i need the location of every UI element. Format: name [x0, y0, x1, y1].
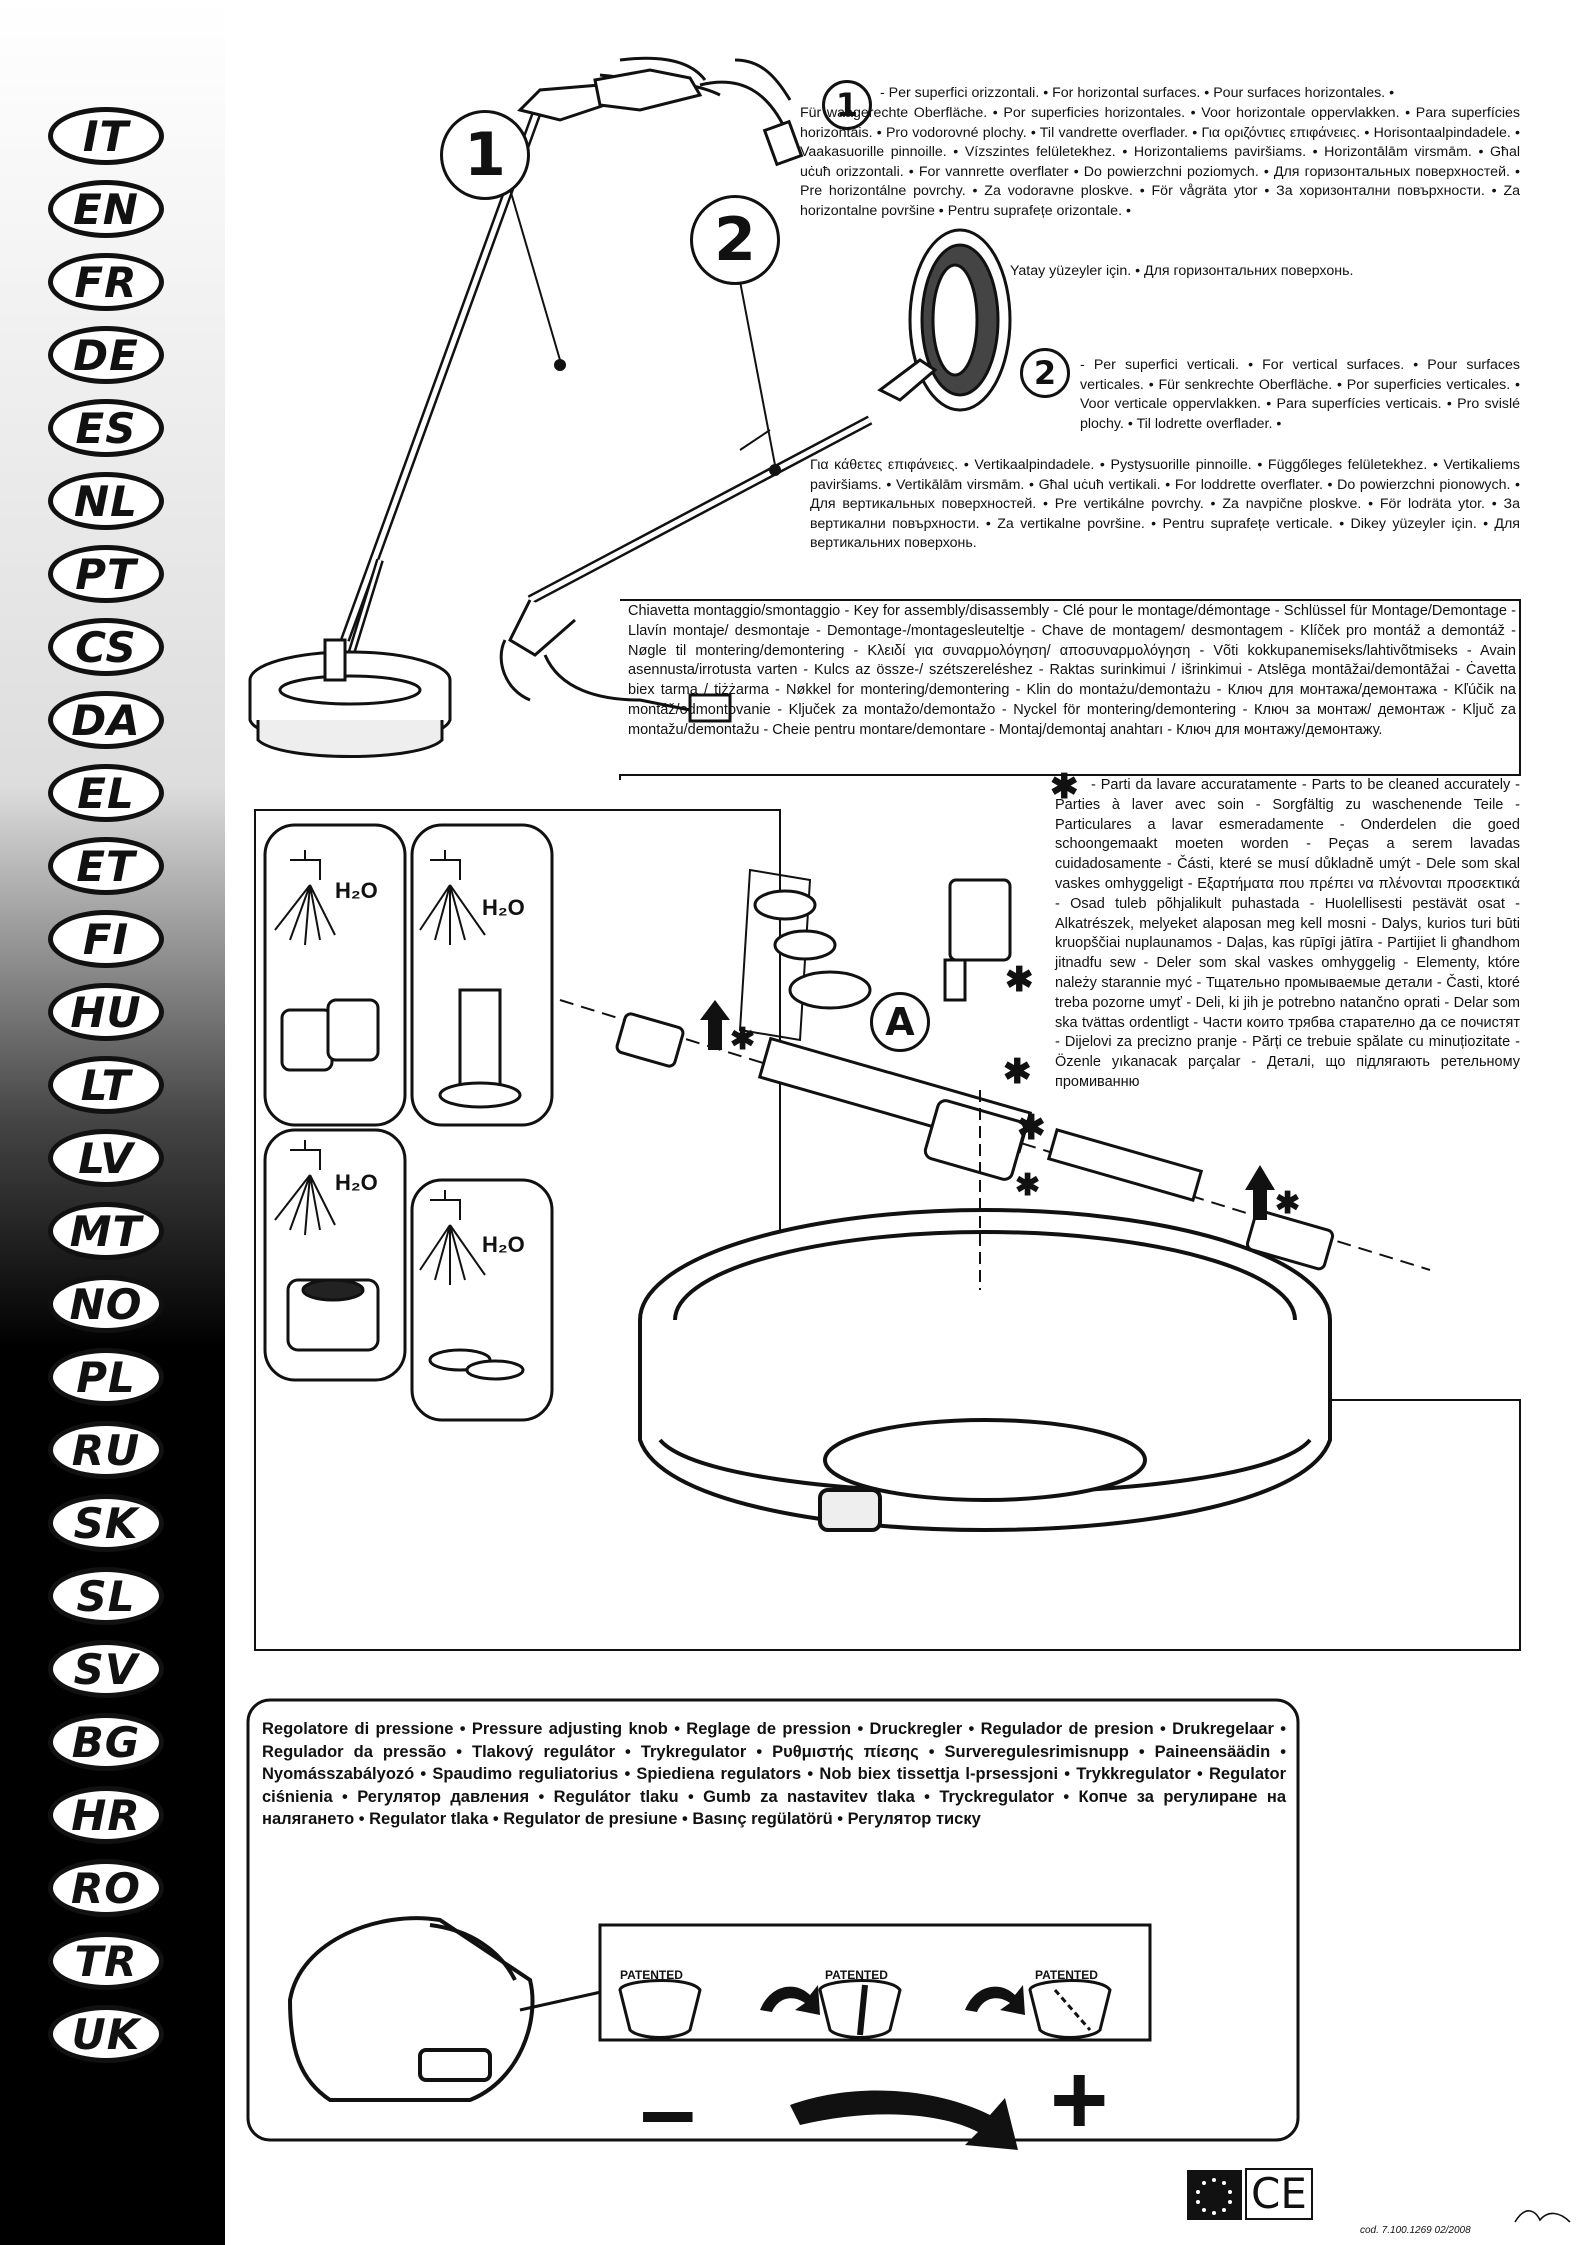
- text-vertical-body: Για κάθετες επιφάνειες. • Vertikaalpinda…: [810, 457, 1520, 552]
- lang-badge-sk: SK: [48, 1494, 164, 1552]
- lang-badge-lv: LV: [48, 1129, 164, 1187]
- text-pressure-knob: Regolatore di pressione • Pressure adjus…: [262, 1720, 1286, 1828]
- h2o-label-3: H₂O: [335, 1170, 378, 1195]
- lang-badge-no: NO: [48, 1275, 164, 1333]
- lang-badge-el: EL: [48, 764, 164, 822]
- h2o-label-2: H₂O: [482, 895, 525, 920]
- footer-code: cod. 7.100.1269 02/2008: [1360, 2225, 1471, 2236]
- wash-parts-drawings: [280, 988, 525, 1381]
- lang-badge-it: IT: [48, 107, 164, 165]
- surface-cleaner-small: [248, 638, 452, 758]
- lang-badge-pt: PT: [48, 545, 164, 603]
- h2o-label-4: H₂O: [482, 1232, 525, 1257]
- ce-mark: CE: [1245, 2168, 1313, 2220]
- text-assembly-key: Chiavetta montaggio/smontaggio - Key for…: [628, 603, 1516, 738]
- lang-badge-uk: UK: [48, 2005, 164, 2063]
- callout-1-small: 1: [822, 80, 872, 130]
- lang-badge-da: DA: [48, 691, 164, 749]
- tap-spray-drawings: [274, 850, 486, 1285]
- callout-a: A: [870, 992, 930, 1052]
- star-marker-5: ✱: [730, 1023, 756, 1056]
- washer-stack-drawing: [738, 868, 872, 1042]
- lang-badge-fi: FI: [48, 910, 164, 968]
- patented-label-2: PATENTED: [825, 1968, 888, 1982]
- text-vertical-head: - Per superfici verticali. • For vertica…: [1080, 357, 1520, 432]
- lance-2-drawing: [499, 415, 873, 723]
- patented-label-3: PATENTED: [1035, 1968, 1098, 1982]
- callout-2-small: 2: [1020, 348, 1070, 398]
- h2o-label-1: H₂O: [335, 878, 378, 903]
- lang-badge-bg: BG: [48, 1713, 164, 1771]
- lang-badge-pl: PL: [48, 1348, 164, 1406]
- lang-badge-tr: TR: [48, 1932, 164, 1990]
- lang-badge-de: DE: [48, 326, 164, 384]
- lang-badge-ru: RU: [48, 1421, 164, 1479]
- star-marker-3: ✱: [1017, 1109, 1046, 1147]
- parts-wash-frame: [254, 809, 1521, 1651]
- patented-label-1: PATENTED: [620, 1968, 683, 1982]
- lang-badge-nl: NL: [48, 472, 164, 530]
- arrow-up-icons: [700, 1000, 1275, 1220]
- lang-badge-hu: HU: [48, 983, 164, 1041]
- signature-mark: [1514, 2210, 1571, 2223]
- callout-2-large: 2: [690, 195, 780, 285]
- knob-step-drawings: [618, 1979, 1112, 2039]
- star-symbol: ✱: [1050, 768, 1079, 806]
- lang-badge-et: ET: [48, 837, 164, 895]
- surface-cleaner-vertical: [877, 228, 1012, 412]
- star-marker-6: ✱: [1275, 1187, 1301, 1220]
- text-horizontal-line1: - Per superfici orizzontali. • For horiz…: [880, 85, 1395, 101]
- minus-symbol: –: [640, 2054, 696, 2166]
- lang-badge-lt: LT: [48, 1056, 164, 1114]
- lang-badge-ro: RO: [48, 1859, 164, 1917]
- text-horizontal-body: Für waagerechte Oberfläche. • Por superf…: [800, 105, 1520, 219]
- plus-symbol: +: [1050, 2044, 1109, 2156]
- assembly-key-frame: [619, 599, 1521, 780]
- brush-base-drawing: [638, 1208, 1332, 1532]
- text-parts-clean: - Parti da lavare accuratamente - Parts …: [1055, 777, 1520, 1090]
- text-horizontal-last: Yatay yüzeyler için. • Для горизонтальни…: [1010, 263, 1354, 279]
- lang-badge-en: EN: [48, 180, 164, 238]
- lance-1-drawing: [336, 56, 804, 692]
- lang-badge-cs: CS: [48, 618, 164, 676]
- lang-badge-fr: FR: [48, 253, 164, 311]
- star-marker-2: ✱: [1003, 1053, 1032, 1091]
- lang-badge-sv: SV: [48, 1640, 164, 1698]
- lang-badge-es: ES: [48, 399, 164, 457]
- rotate-arrows: [760, 1985, 1025, 2150]
- exploded-parts-drawing: [559, 878, 1431, 1290]
- star-marker-1: ✱: [1005, 961, 1034, 999]
- lang-badge-hr: HR: [48, 1786, 164, 1844]
- lang-badge-sl: SL: [48, 1567, 164, 1625]
- star-marker-4: ✱: [1015, 1169, 1041, 1202]
- callout-1-large: 1: [440, 110, 530, 200]
- lang-badge-mt: MT: [48, 1202, 164, 1260]
- pressure-knob-frame: [246, 1698, 1300, 2142]
